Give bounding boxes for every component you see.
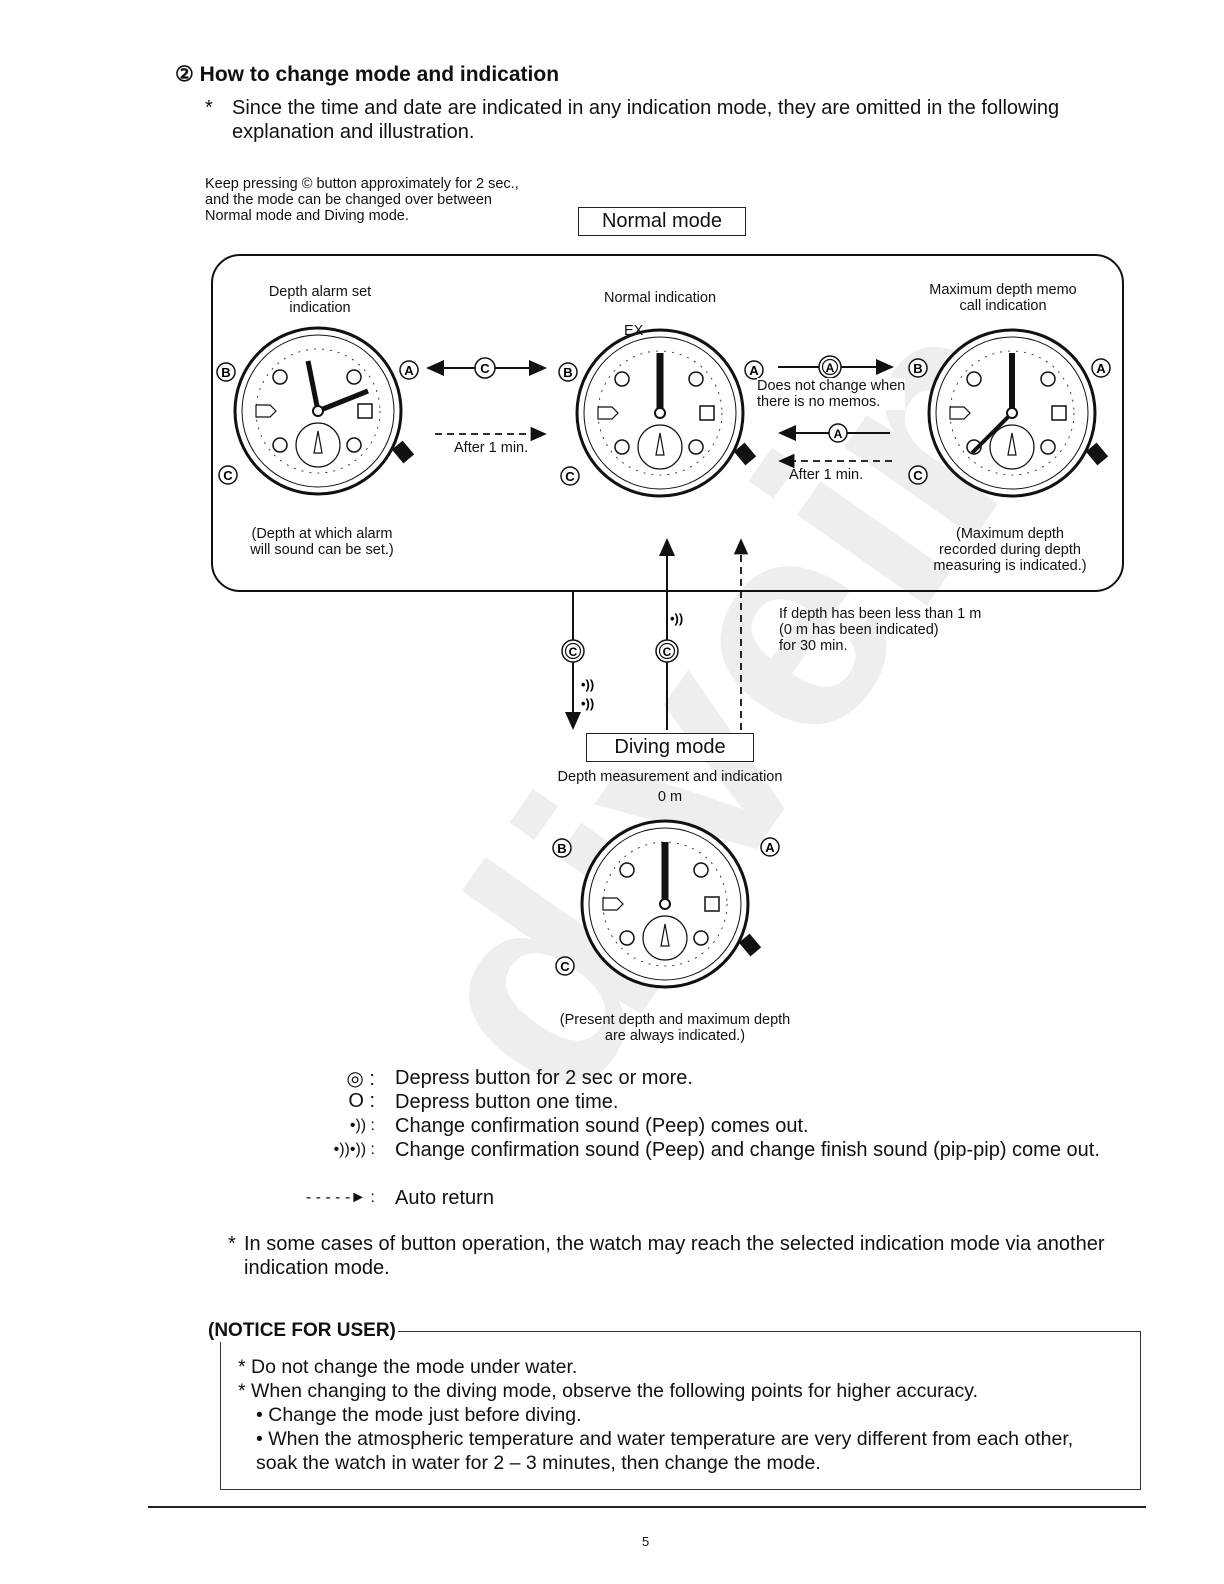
caption-line: (Maximum depth [956,526,1064,542]
legend-text: Auto return [395,1187,494,1209]
note-line: for 30 min. [779,638,848,654]
auto-return-note: If depth has been less than 1 m (0 m has… [779,606,981,654]
notice-bullet: • When the atmospheric temperature and w… [256,1428,1074,1474]
watch-hand [305,360,321,412]
mode-diagram: B A C B A C B A C B A C C A A C C •)) •)… [211,254,1124,989]
caption-line: are always indicated.) [604,1028,746,1044]
section-title: How to change mode and indication [199,63,560,86]
notice-item: * Do not change the mode under water. [238,1356,578,1378]
notice-bullet: • Change the mode just before diving. [256,1404,582,1426]
title-line: Maximum depth memo [929,282,1077,298]
depth-alarm-caption: (Depth at which alarm will sound can be … [230,526,414,558]
caption-line: will sound can be set.) [250,542,394,558]
intro-star: * [205,97,213,119]
section-heading: ② How to change mode and indication [175,62,559,87]
note-line: Does not change when [757,378,906,394]
svg-text:B: B [557,841,566,856]
notice-box [220,1331,1141,1490]
diving-caption: (Present depth and maximum depth are alw… [530,1012,820,1044]
legend-symbol: ◎ : [346,1068,375,1090]
normal-indication-title: Normal indication [603,290,717,306]
legend-symbol: •))•)) : [333,1141,375,1158]
svg-text:A: A [404,363,414,378]
section-number: ② [175,63,194,86]
ex-label: EX [624,323,644,339]
footnote-text: In some cases of button operation, the w… [244,1233,1105,1279]
legend-text: Depress button for 2 sec or more. [395,1067,693,1089]
legend-symbol: O : [348,1090,375,1112]
legend-text: Change confirmation sound (Peep) and cha… [395,1139,1100,1161]
diving-title: Depth measurement and indication [557,769,783,785]
note-line: If depth has been less than 1 m [779,606,982,622]
svg-text:C: C [565,469,575,484]
a-button-hold-label: A [826,361,835,375]
svg-text:A: A [765,840,775,855]
diving-watch [580,819,763,989]
max-depth-title: Maximum depth memo call indication [910,282,1096,314]
title-line: Depth alarm set [268,284,372,300]
legend-text: Change confirmation sound (Peep) comes o… [395,1115,809,1137]
footer-rule [148,1506,1146,1508]
button-labels: B A C B A C B A C B A C [216,358,1111,976]
sound-icon: •)) [581,696,594,711]
svg-text:B: B [913,361,922,376]
note-line: there is no memos. [757,394,881,410]
depth-hand [970,411,1014,455]
no-memo-note: Does not change when there is no memos. [757,378,906,410]
instruction-line-3: Normal mode and Diving mode. [205,208,409,224]
mode-instruction: Keep pressing © button approximately for… [205,176,519,224]
caption-line: measuring is indicated.) [933,558,1087,574]
svg-text:B: B [563,365,572,380]
after-1-min-left: After 1 min. [454,440,529,456]
caption-line: (Depth at which alarm [251,526,393,542]
max-depth-caption: (Maximum depth recorded during depth mea… [918,526,1102,574]
instruction-line-2: and the mode can be changed over between [205,192,492,208]
note-line: (0 m has been indicated) [779,622,939,638]
depth-alarm-watch [233,326,416,496]
svg-text:C: C [560,959,570,974]
svg-text:B: B [221,365,230,380]
depth-value: 0 m [657,789,683,805]
sound-icon: •)) [581,677,594,692]
sound-icon: •)) [670,611,683,626]
svg-text:C: C [913,468,923,483]
legend-text: Depress button one time. [395,1091,619,1113]
c-hold-label-down: C [569,645,578,659]
legend-symbol: - - - - -► : [305,1189,375,1206]
diving-mode-box: Diving mode [586,733,754,762]
page-number: 5 [642,1534,650,1549]
caption-line: recorded during depth [939,542,1081,558]
caption-line: (Present depth and maximum depth [559,1012,791,1028]
c-button-label: C [480,361,490,376]
svg-text:C: C [223,468,233,483]
legend-symbol: •)) : [349,1117,375,1134]
footnote-star: * [228,1233,236,1255]
after-1-min-right: After 1 min. [789,467,864,483]
alarm-hand [317,388,369,414]
intro-text: Since the time and date are indicated in… [232,97,1060,143]
notice-item: * When changing to the diving mode, obse… [238,1380,978,1402]
svg-text:A: A [749,363,759,378]
normal-mode-box: Normal mode [578,207,746,236]
instruction-line-1: Keep pressing © button approximately for… [205,176,519,192]
title-line: call indication [959,298,1047,314]
a-button-label: A [834,427,843,441]
max-depth-watch [927,328,1110,498]
notice-title: (NOTICE FOR USER) [208,1320,398,1342]
normal-watch [575,328,758,498]
c-hold-label-up: C [663,645,672,659]
title-line: indication [289,300,351,316]
depth-alarm-title: Depth alarm set indication [240,284,400,316]
svg-text:A: A [1096,361,1106,376]
